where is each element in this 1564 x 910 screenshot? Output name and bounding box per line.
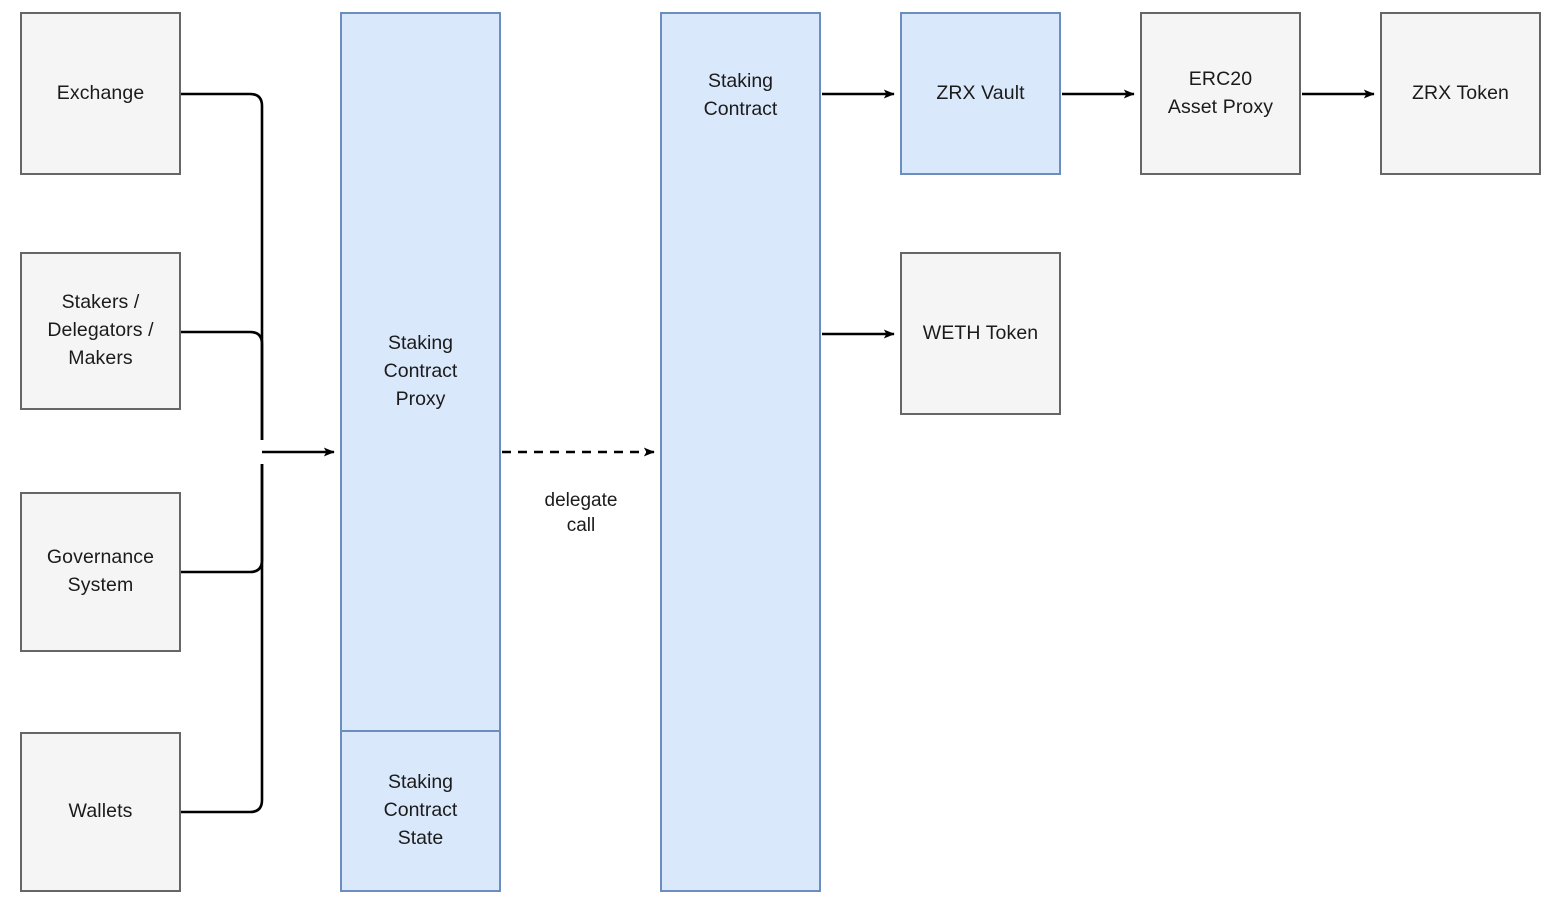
- node-zrx-vault[interactable]: ZRX Vault: [900, 12, 1061, 175]
- edge-stakers-to-trunk: [181, 330, 264, 440]
- node-staking-contract-proxy-column[interactable]: Staking Contract Proxy Staking Contract …: [340, 12, 501, 892]
- node-zrx-vault-label: ZRX Vault: [936, 81, 1025, 104]
- edge-wallets-to-trunk: [181, 464, 264, 814]
- node-wallets[interactable]: Wallets: [20, 732, 181, 892]
- node-staking-contract-state[interactable]: Staking Contract State: [342, 732, 499, 890]
- node-staking-contract-state-label: Staking Contract State: [383, 771, 458, 849]
- node-weth-token-label: WETH Token: [922, 321, 1039, 344]
- node-governance-system-label: Governance System: [46, 546, 155, 596]
- node-weth-token[interactable]: WETH Token: [900, 252, 1061, 415]
- edge-label-delegate-call-text: delegate call: [544, 489, 618, 537]
- node-stakers-delegators-makers-label: Stakers / Delegators / Makers: [47, 291, 154, 369]
- node-zrx-token-label: ZRX Token: [1411, 81, 1509, 104]
- node-staking-contract-proxy[interactable]: Staking Contract Proxy: [342, 14, 499, 730]
- node-wallets-label: Wallets: [68, 800, 133, 823]
- edge-governance-to-trunk: [181, 464, 264, 574]
- staking-contract-proxy-divider: [342, 730, 499, 732]
- node-exchange[interactable]: Exchange: [20, 12, 181, 175]
- node-erc20-asset-proxy[interactable]: ERC20 Asset Proxy: [1140, 12, 1301, 175]
- node-staking-contract-header: Staking Contract: [662, 14, 819, 177]
- node-zrx-token[interactable]: ZRX Token: [1380, 12, 1541, 175]
- node-stakers-delegators-makers[interactable]: Stakers / Delegators / Makers: [20, 252, 181, 410]
- node-exchange-label: Exchange: [56, 81, 145, 104]
- node-erc20-asset-proxy-label: ERC20 Asset Proxy: [1167, 67, 1274, 118]
- node-staking-contract-proxy-label: Staking Contract Proxy: [383, 332, 458, 410]
- edge-exchange-to-trunk: [181, 92, 264, 440]
- node-staking-contract-label: Staking Contract: [703, 69, 778, 120]
- node-governance-system[interactable]: Governance System: [20, 492, 181, 652]
- edge-label-delegate-call: delegate call: [500, 462, 662, 539]
- node-staking-contract[interactable]: Staking Contract: [660, 12, 821, 892]
